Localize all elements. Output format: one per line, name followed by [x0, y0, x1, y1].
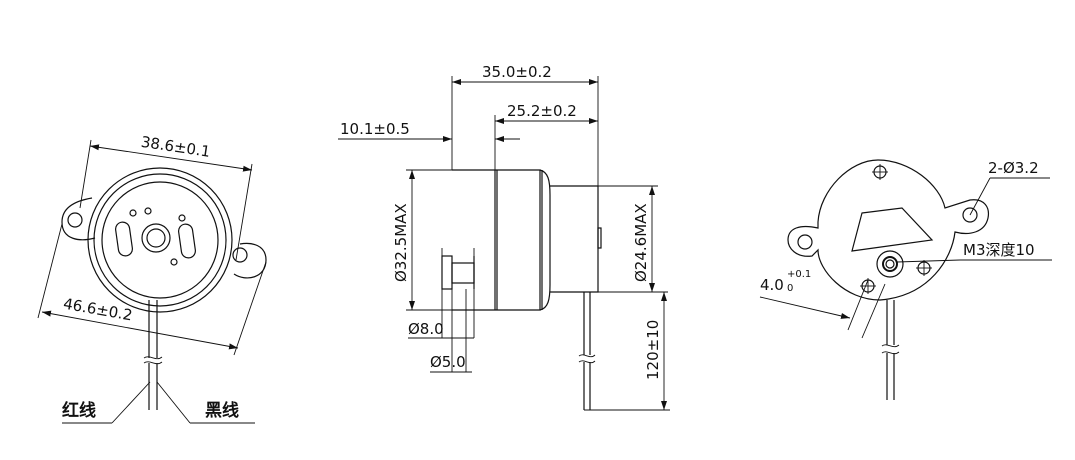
- rear-hub-bore: [885, 259, 895, 269]
- dim-10-1-label: 10.1±0.5: [340, 120, 410, 138]
- front-mount-hole-right: [232, 247, 248, 263]
- wire-red-label: 红线: [62, 400, 96, 421]
- front-view: 38.6±0.1 46.6±0.2 红线 黑线: [37, 133, 267, 424]
- dim-4-0-lower: 0: [787, 283, 793, 294]
- dim-120-label: 120±10: [644, 320, 662, 380]
- side-front-body: [452, 169, 541, 311]
- dim-5-0-label: Ø5.0: [430, 353, 466, 371]
- front-hub-inner: [146, 228, 166, 248]
- dim-line-38-6: [89, 144, 253, 172]
- rear-screw: [916, 260, 932, 276]
- ext-line: [847, 279, 869, 331]
- leader-red-wire: [111, 381, 151, 424]
- side-lead-wires: [583, 292, 591, 410]
- front-slot-left: [115, 221, 133, 257]
- dim-46-6-label: 46.6±0.2: [62, 295, 134, 325]
- front-lead-wires: [148, 300, 158, 410]
- side-hub: [441, 255, 453, 290]
- front-face: [101, 181, 219, 299]
- side-rear-housing: [550, 185, 599, 293]
- front-hub-outer: [141, 223, 171, 253]
- dim-holes-label: 2-Ø3.2: [988, 159, 1039, 177]
- front-mount-hole-left: [67, 212, 83, 228]
- dim-line-4-0: [759, 296, 851, 319]
- front-rivet: [170, 258, 178, 266]
- ext-line: [37, 223, 63, 319]
- front-body-outer: [87, 167, 233, 313]
- dim-8-0-label: Ø8.0: [408, 320, 444, 338]
- side-view: 35.0±0.2 25.2±0.2 10.1±0.5 Ø32.5MAX Ø24.…: [338, 63, 670, 411]
- front-mount-flange: [61, 197, 267, 279]
- dim-thread-label: M3深度10: [963, 241, 1035, 259]
- side-front-rim: [539, 169, 551, 311]
- leader-thread: [896, 259, 961, 263]
- dim-4-0-label: 4.0: [760, 276, 784, 294]
- rear-lead-wires: [886, 300, 895, 400]
- rear-hub-thread: [882, 256, 898, 272]
- side-shaft: [451, 262, 475, 284]
- dim-32-5-label: Ø32.5MAX: [392, 203, 410, 282]
- rear-label-plate: [851, 207, 934, 252]
- front-rivet: [144, 207, 152, 215]
- dim-38-6-label: 38.6±0.1: [140, 133, 212, 161]
- dim-35-0-label: 35.0±0.2: [482, 63, 552, 81]
- rear-wire-break: [881, 344, 900, 355]
- rear-screw: [872, 164, 888, 180]
- ext-line: [233, 261, 267, 356]
- leader-holes: [969, 177, 991, 216]
- front-slot-right: [178, 223, 196, 259]
- front-wire-break: [143, 356, 163, 365]
- front-body-ring: [93, 173, 227, 307]
- ext-line: [79, 139, 92, 209]
- rear-mount-hole-right: [962, 207, 978, 223]
- rear-body-outline: [787, 159, 990, 301]
- side-rear-tab: [597, 227, 602, 249]
- dim-24-6-label: Ø24.6MAX: [632, 203, 650, 282]
- rear-hub-outer: [876, 250, 904, 278]
- front-rivet: [129, 209, 137, 217]
- side-wire-break: [578, 354, 596, 364]
- dim-line-46-6: [41, 310, 239, 350]
- rear-mount-hole-left: [797, 234, 813, 250]
- ext-line: [235, 163, 253, 261]
- dim-25-2-label: 25.2±0.2: [507, 102, 577, 120]
- wire-black-label: 黑线: [205, 400, 239, 421]
- leader-black-wire: [156, 381, 191, 424]
- front-rivet: [178, 214, 186, 222]
- ext-line: [861, 283, 886, 339]
- rear-view: 2-Ø3.2 M3深度10 4.0 +0.1 0: [759, 159, 1052, 400]
- dim-4-0-tolerance: +0.1: [787, 269, 811, 280]
